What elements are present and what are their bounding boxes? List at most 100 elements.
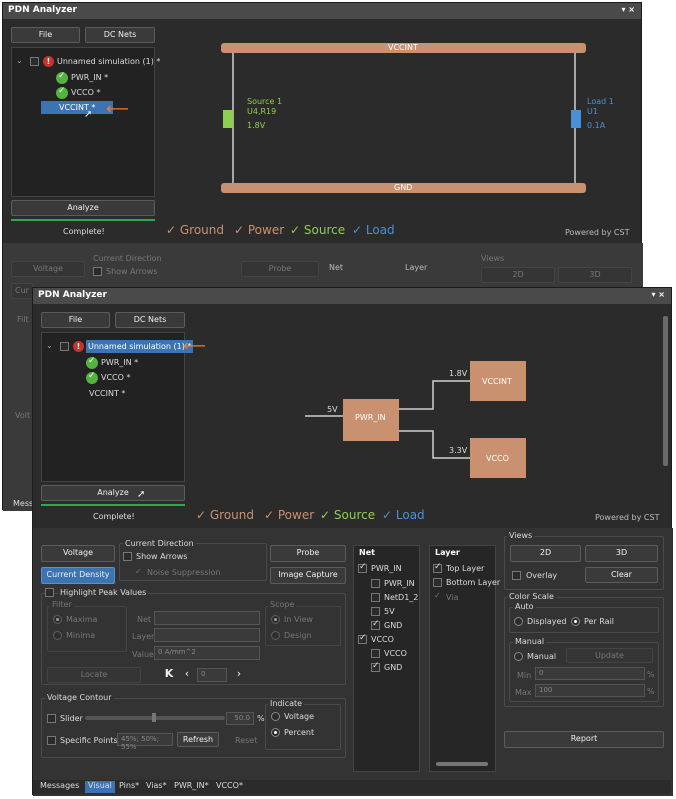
layer-item-via[interactable]: Via — [446, 593, 459, 602]
auto-group — [509, 607, 659, 633]
tree-item-pwr-in[interactable]: PWR_IN * — [71, 73, 109, 82]
file-button[interactable]: File — [41, 312, 110, 328]
minima-radio[interactable] — [53, 631, 62, 640]
vertical-scrollbar[interactable] — [663, 316, 668, 466]
net-item-5v[interactable]: 5V — [384, 607, 395, 616]
tree-item-pwr-in[interactable]: PWR_IN * — [101, 358, 139, 367]
view-2d-button[interactable]: 2D — [510, 545, 581, 562]
prev-icon[interactable]: ‹ — [184, 667, 190, 680]
show-arrows-checkbox[interactable] — [123, 552, 132, 561]
tree-item-vccint-selected[interactable]: VCCINT * — [41, 101, 114, 114]
slider-value-field[interactable]: 50.0 — [226, 712, 254, 725]
net-item-vcco-sub[interactable]: VCCO — [384, 649, 407, 658]
locate-button[interactable]: Locate — [47, 667, 141, 683]
displayed-radio[interactable] — [514, 617, 523, 626]
nav-index-field[interactable]: 0 — [197, 668, 227, 682]
net-item-gnd-2[interactable]: GND — [384, 663, 403, 672]
first-icon[interactable]: K — [164, 667, 174, 680]
net-item-pwr-in-sub[interactable]: PWR_IN — [384, 579, 415, 588]
points-field[interactable]: 45%; 50%; 55% — [117, 733, 173, 751]
progress-bar — [41, 504, 185, 506]
net-item-vcco[interactable]: VCCO — [371, 635, 394, 644]
tab-vcco[interactable]: VCCO* — [216, 781, 243, 790]
tree-root-label[interactable]: Unnamed simulation (1) * — [57, 57, 161, 66]
views-group — [504, 536, 664, 590]
indicate-title: Indicate — [268, 699, 305, 708]
net-item-netd1[interactable]: NetD1_2 — [384, 593, 419, 602]
current-density-button[interactable]: Current Density — [41, 567, 115, 584]
tree-root-checkbox[interactable] — [30, 57, 39, 66]
noise-suppression-check[interactable]: ✓ — [135, 567, 142, 576]
back-2d-button[interactable]: 2D — [481, 267, 555, 283]
tab-pins[interactable]: Pins* — [119, 781, 140, 790]
dcnets-button[interactable]: DC Nets — [115, 312, 185, 328]
back-3d-button[interactable]: 3D — [558, 267, 632, 283]
manual-radio[interactable] — [514, 652, 523, 661]
slider-checkbox[interactable] — [47, 714, 56, 723]
specific-points-checkbox[interactable] — [47, 736, 56, 745]
overlay-checkbox[interactable] — [512, 571, 521, 580]
contour-slider-handle[interactable] — [152, 713, 156, 722]
report-button[interactable]: Report — [504, 731, 664, 748]
back-show-arrows-checkbox[interactable] — [93, 267, 102, 276]
net-check-netd1[interactable] — [371, 593, 380, 602]
tab-messages[interactable]: Messages — [40, 781, 80, 790]
design-radio[interactable] — [271, 631, 280, 640]
max-field[interactable]: 100 — [535, 684, 645, 697]
min-field[interactable]: 0 — [535, 667, 645, 680]
net-field[interactable] — [154, 611, 260, 625]
highlight-peak-checkbox[interactable] — [45, 588, 54, 597]
net-check-gnd-2[interactable] — [371, 661, 380, 672]
tree-item-vccint[interactable]: VCCINT * — [89, 389, 126, 398]
net-check-vcco-sub[interactable] — [371, 649, 380, 658]
layer-field[interactable] — [154, 628, 260, 642]
in-view-radio[interactable] — [271, 615, 280, 624]
per-rail-radio[interactable] — [571, 617, 580, 626]
back-voltage-button[interactable]: Voltage — [11, 261, 85, 277]
tree-item-vcco[interactable]: VCCO * — [101, 373, 131, 382]
analyze-button[interactable]: Analyze — [41, 485, 185, 501]
indicate-voltage-radio[interactable] — [271, 712, 280, 721]
layer-check-bottom[interactable] — [433, 578, 442, 587]
next-icon[interactable]: › — [236, 667, 242, 680]
tab-vias[interactable]: Vias* — [146, 781, 167, 790]
layer-item-top[interactable]: Top Layer — [446, 564, 485, 573]
tree-item-vcco[interactable]: VCCO * — [71, 88, 101, 97]
net-check-5v[interactable] — [371, 607, 380, 616]
voltage-button[interactable]: Voltage — [41, 545, 115, 562]
update-button[interactable]: Update — [566, 648, 653, 663]
reset-button[interactable]: Reset — [235, 736, 258, 745]
layer-hscroll[interactable] — [436, 762, 488, 766]
net-item-pwr-in[interactable]: PWR_IN — [371, 564, 402, 573]
view-3d-button[interactable]: 3D — [585, 545, 658, 562]
tree-expand-icon[interactable]: ⌄ — [16, 56, 23, 65]
maxima-radio[interactable] — [53, 615, 62, 624]
indicate-percent-radio[interactable] — [271, 728, 280, 737]
back-cur-button[interactable]: Cur — [11, 283, 33, 299]
back-window-controls[interactable]: ▾ × — [621, 5, 635, 14]
net-check-pwr-in-sub[interactable] — [371, 579, 380, 588]
tree-root-checkbox[interactable] — [60, 342, 69, 351]
image-capture-button[interactable]: Image Capture — [270, 567, 346, 584]
clear-button[interactable]: Clear — [585, 567, 658, 583]
net-item-gnd[interactable]: GND — [384, 621, 403, 630]
back-probe-button[interactable]: Probe — [241, 261, 319, 277]
layer-check-top[interactable] — [433, 562, 442, 573]
tab-pwr-in[interactable]: PWR_IN* — [174, 781, 209, 790]
net-check-pwr-in[interactable] — [358, 562, 367, 573]
tree-root-label-selected[interactable]: Unnamed simulation (1) * — [86, 340, 194, 353]
value-field[interactable]: 0 A/mm^2 — [154, 646, 260, 660]
back-dcnets-button[interactable]: DC Nets — [85, 27, 155, 43]
refresh-button[interactable]: Refresh — [177, 732, 219, 747]
tab-visual[interactable]: Visual — [85, 781, 115, 793]
back-analyze-button[interactable]: Analyze — [11, 200, 155, 216]
probe-button[interactable]: Probe — [270, 545, 346, 562]
front-window-controls[interactable]: ▾ × — [651, 290, 665, 299]
layer-item-bottom[interactable]: Bottom Layer — [446, 578, 501, 587]
back-messages-peek[interactable]: Mess — [13, 499, 34, 508]
net-check-gnd[interactable] — [371, 619, 380, 630]
back-file-button[interactable]: File — [11, 27, 80, 43]
net-check-vcco[interactable] — [358, 633, 367, 644]
layer-check-via[interactable]: ✓ — [434, 591, 441, 600]
tree-expand-icon[interactable]: ⌄ — [46, 341, 53, 350]
